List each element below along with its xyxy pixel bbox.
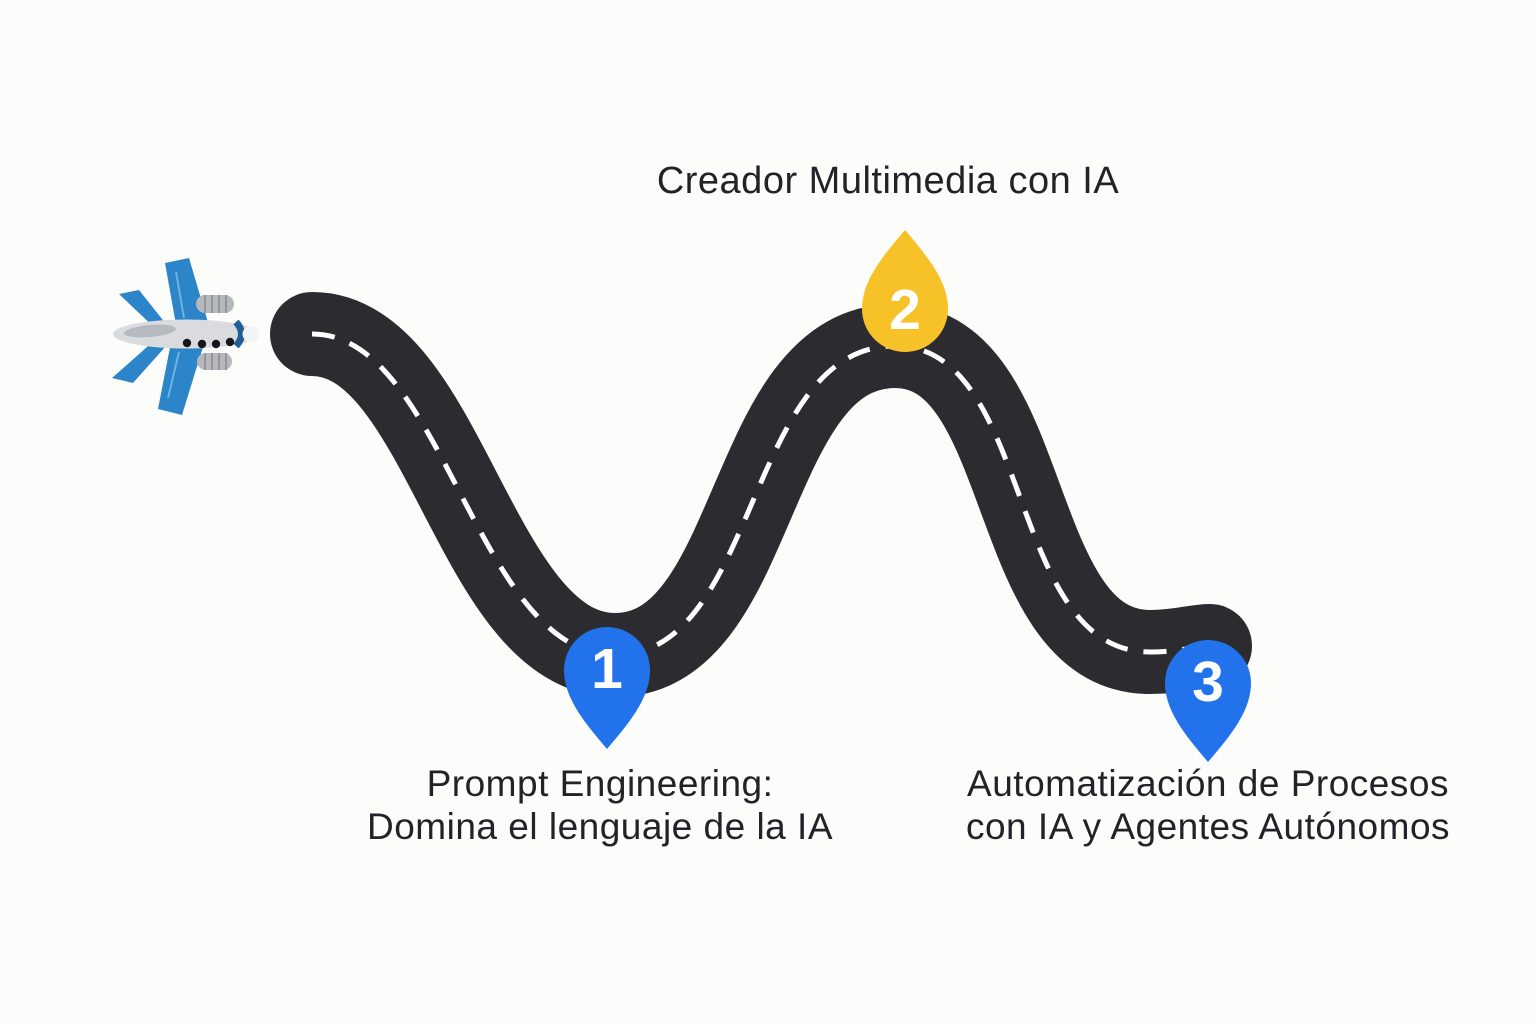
step-1-label-line-2: Domina el lenguaje de la IA xyxy=(366,806,834,847)
airplane-wing-bottom xyxy=(158,332,207,415)
airplane-tailfin-upper xyxy=(119,290,166,331)
pin-3-shape xyxy=(1165,640,1251,762)
step-3-label: Automatización de Procesos con IA y Agen… xyxy=(966,762,1450,848)
pin-1-number: 1 xyxy=(591,637,623,701)
airplane-wing-streak-bottom xyxy=(167,351,180,399)
airplane-nose-band xyxy=(233,319,245,349)
step-1-label-line-1: Prompt Engineering: xyxy=(426,763,774,804)
step-3-label-line-2: con IA y Agentes Autónomos xyxy=(965,806,1451,847)
airplane-windows xyxy=(182,337,235,349)
airplane-nose-tip xyxy=(242,326,260,342)
pin-2-shape xyxy=(862,230,948,352)
road-path xyxy=(270,292,1252,698)
airplane-icon xyxy=(112,258,260,415)
pin-step-3: 3 xyxy=(1165,640,1251,762)
airplane-engine-top xyxy=(196,295,234,313)
step-2-label: Creador Multimedia con IA xyxy=(657,160,1119,203)
airplane-engine-bottom xyxy=(197,353,232,370)
pin-2-number: 2 xyxy=(889,278,921,342)
pin-step-2: 2 xyxy=(862,230,948,352)
pin-step-1: 1 xyxy=(564,627,650,749)
road-center-dash-line xyxy=(311,331,1211,658)
airplane-tailfin-lower xyxy=(112,339,166,383)
step-2-label-line: Creador Multimedia con IA xyxy=(656,160,1120,202)
pin-1-shape xyxy=(564,627,650,749)
airplane-cockpit-shade xyxy=(124,324,176,338)
airplane-wing-streak-top xyxy=(175,271,185,319)
pin-3-number: 3 xyxy=(1192,650,1224,714)
step-1-label: Prompt Engineering: Domina el lenguaje d… xyxy=(367,762,833,848)
step-3-label-line-1: Automatización de Procesos xyxy=(967,763,1449,804)
